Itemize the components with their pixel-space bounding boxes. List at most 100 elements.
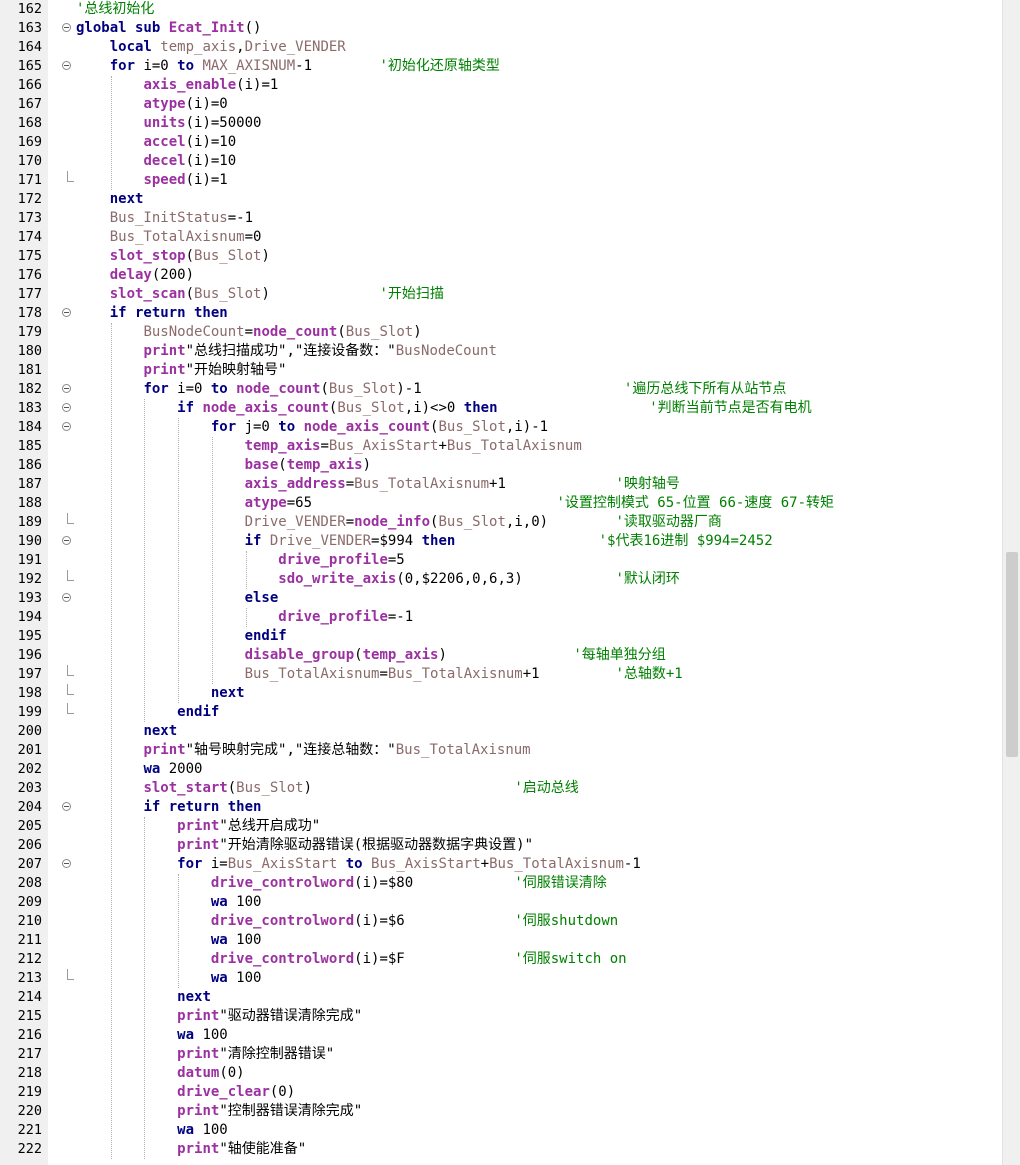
fold-collapse-icon[interactable] (62, 403, 71, 412)
scrollbar-thumb[interactable] (1006, 552, 1018, 757)
code-line[interactable]: 221 wa 100 (0, 1121, 1003, 1140)
fold-collapse-icon[interactable] (62, 536, 71, 545)
fold-collapse-icon[interactable] (62, 23, 71, 32)
code-token: for (210, 419, 245, 435)
code-token: wa (177, 1027, 203, 1043)
code-line[interactable]: 185 temp_axis=Bus_AxisStart+Bus_TotalAxi… (0, 437, 1003, 456)
fold-collapse-icon[interactable] (62, 802, 71, 811)
code-line[interactable]: 172 next (0, 190, 1003, 209)
code-token (76, 1027, 177, 1043)
code-line[interactable]: 217 print"清除控制器错误" (0, 1045, 1003, 1064)
code-line[interactable]: 201 print"轴号映射完成","连接总轴数："Bus_TotalAxisn… (0, 741, 1003, 760)
code-token (76, 856, 177, 872)
code-token: print (177, 837, 220, 853)
line-number: 162 (17, 1, 42, 17)
code-line[interactable]: 173 Bus_InitStatus=-1 (0, 209, 1003, 228)
code-line[interactable]: 175 slot_stop(Bus_Slot) (0, 247, 1003, 266)
code-line[interactable]: 211 wa 100 (0, 931, 1003, 950)
code-line[interactable]: 174 Bus_TotalAxisnum=0 (0, 228, 1003, 247)
code-token: then (421, 533, 456, 549)
code-line[interactable]: 169 accel(i)=10 (0, 133, 1003, 152)
code-line[interactable]: 179 BusNodeCount=node_count(Bus_Slot) (0, 323, 1003, 342)
code-line[interactable]: 215 print"驱动器错误清除完成" (0, 1007, 1003, 1026)
code-line[interactable]: 181 print"开始映射轴号" (0, 361, 1003, 380)
code-line[interactable]: 218 datum(0) (0, 1064, 1003, 1083)
code-token (76, 628, 245, 644)
code-token (76, 286, 110, 302)
code-line[interactable]: 194 drive_profile=-1 (0, 608, 1003, 627)
code-line[interactable]: 210 drive_controlword(i)=$6 '伺服shutdown (0, 912, 1003, 931)
code-line[interactable]: 212 drive_controlword(i)=$F '伺服switch on (0, 950, 1003, 969)
code-line[interactable]: 190 if Drive_VENDER=$994 then '$代表16进制 $… (0, 532, 1003, 551)
fold-collapse-icon[interactable] (62, 593, 71, 602)
fold-collapse-icon[interactable] (62, 422, 71, 431)
code-line[interactable]: 188 atype=65 '设置控制模式 65-位置 66-速度 67-转矩 (0, 494, 1003, 513)
code-line[interactable]: 165 for i=0 to MAX_AXISNUM-1 '初始化还原轴类型 (0, 57, 1003, 76)
fold-collapse-icon[interactable] (62, 61, 71, 70)
code-line[interactable]: 209 wa 100 (0, 893, 1003, 912)
code-line[interactable]: 167 atype(i)=0 (0, 95, 1003, 114)
line-number: 177 (17, 286, 42, 302)
code-line[interactable]: 183 if node_axis_count(Bus_Slot,i)<>0 th… (0, 399, 1003, 418)
code-line[interactable]: 220 print"控制器错误清除完成" (0, 1102, 1003, 1121)
code-token (76, 381, 143, 397)
code-line[interactable]: 182 for i=0 to node_count(Bus_Slot)-1 '遍… (0, 380, 1003, 399)
code-line[interactable]: 197 Bus_TotalAxisnum=Bus_TotalAxisnum+1 … (0, 665, 1003, 684)
code-line[interactable]: 208 drive_controlword(i)=$80 '伺服错误清除 (0, 874, 1003, 893)
code-line[interactable]: 206 print"开始清除驱动器错误(根据驱动器数据字典设置)" (0, 836, 1003, 855)
code-line[interactable]: 168 units(i)=50000 (0, 114, 1003, 133)
line-number: 167 (17, 96, 42, 112)
code-line[interactable]: 178 if return then (0, 304, 1003, 323)
code-text: datum(0) (76, 1064, 244, 1083)
code-line[interactable]: 196 disable_group(temp_axis) '每轴单独分组 (0, 646, 1003, 665)
code-token (76, 875, 211, 891)
code-token: Bus_Slot (194, 286, 262, 302)
code-line[interactable]: 203 slot_start(Bus_Slot) '启动总线 (0, 779, 1003, 798)
code-line[interactable]: 202 wa 2000 (0, 760, 1003, 779)
code-token: Bus_Slot (337, 400, 405, 416)
fold-end-icon (67, 969, 74, 980)
code-line[interactable]: 200 next (0, 722, 1003, 741)
line-number: 216 (17, 1027, 42, 1043)
code-line[interactable]: 207 for i=Bus_AxisStart to Bus_AxisStart… (0, 855, 1003, 874)
code-token: temp_axis (160, 39, 237, 55)
code-line[interactable]: 195 endif (0, 627, 1003, 646)
code-line[interactable]: 191 drive_profile=5 (0, 551, 1003, 570)
code-line[interactable]: 222 print"轴使能准备" (0, 1140, 1003, 1159)
code-token: 100 (202, 1122, 228, 1138)
fold-collapse-icon[interactable] (62, 384, 71, 393)
line-number: 173 (17, 210, 42, 226)
code-line[interactable]: 216 wa 100 (0, 1026, 1003, 1045)
code-line[interactable]: 176 delay(200) (0, 266, 1003, 285)
fold-collapse-icon[interactable] (62, 859, 71, 868)
code-line[interactable]: 204 if return then (0, 798, 1003, 817)
code-line[interactable]: 214 next (0, 988, 1003, 1007)
code-line[interactable]: 186 base(temp_axis) (0, 456, 1003, 475)
vertical-scrollbar[interactable] (1002, 0, 1020, 1165)
code-line[interactable]: 170 decel(i)=10 (0, 152, 1003, 171)
line-number: 201 (17, 742, 42, 758)
code-line[interactable]: 171 speed(i)=1 (0, 171, 1003, 190)
code-token: = (379, 666, 388, 682)
code-line[interactable]: 205 print"总线开启成功" (0, 817, 1003, 836)
code-line[interactable]: 213 wa 100 (0, 969, 1003, 988)
fold-collapse-icon[interactable] (62, 308, 71, 317)
code-line[interactable]: 164 local temp_axis,Drive_VENDER (0, 38, 1003, 57)
code-token: 100 (236, 894, 262, 910)
code-line[interactable]: 192 sdo_write_axis(0,$2206,0,6,3) '默认闭环 (0, 570, 1003, 589)
code-line[interactable]: 193 else (0, 589, 1003, 608)
code-line[interactable]: 198 next (0, 684, 1003, 703)
code-token: =65 (286, 495, 557, 511)
code-line[interactable]: 199 endif (0, 703, 1003, 722)
code-line[interactable]: 187 axis_address=Bus_TotalAxisnum+1 '映射轴… (0, 475, 1003, 494)
code-line[interactable]: 219 drive_clear(0) (0, 1083, 1003, 1102)
code-line[interactable]: 166 axis_enable(i)=1 (0, 76, 1003, 95)
code-line[interactable]: 189 Drive_VENDER=node_info(Bus_Slot,i,0)… (0, 513, 1003, 532)
code-token: Drive_VENDER (244, 514, 346, 530)
code-line[interactable]: 177 slot_scan(Bus_Slot) '开始扫描 (0, 285, 1003, 304)
code-line[interactable]: 180 print"总线扫描成功","连接设备数："BusNodeCount (0, 342, 1003, 361)
code-line[interactable]: 184 for j=0 to node_axis_count(Bus_Slot,… (0, 418, 1003, 437)
code-line[interactable]: 162'总线初始化 (0, 0, 1003, 19)
